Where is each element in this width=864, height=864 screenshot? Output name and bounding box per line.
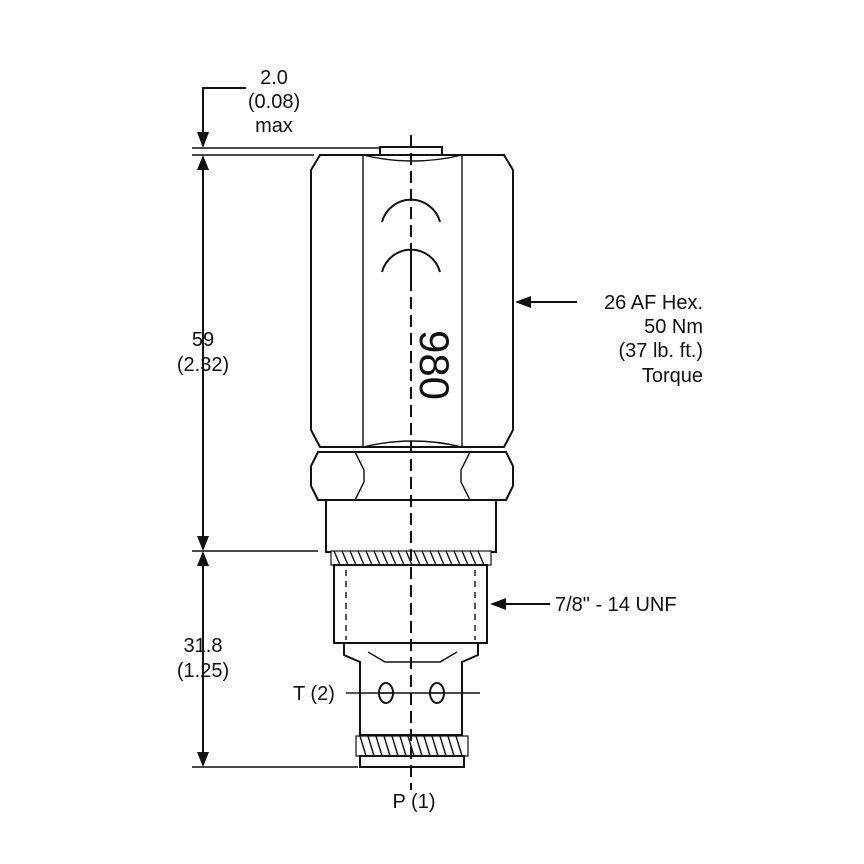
port-labels: T (2) P (1) <box>293 683 435 813</box>
hex-callout-line3: (37 lb. ft.) <box>619 340 703 362</box>
hex-callout-line2: 50 Nm <box>644 316 703 338</box>
thread-callout: 7/8" - 14 UNF <box>490 594 677 616</box>
body-height-imperial: (2.32) <box>177 354 229 376</box>
thread-callout-text: 7/8" - 14 UNF <box>555 594 677 616</box>
spool-housing <box>343 642 479 736</box>
valve-cartridge: 980 <box>310 135 514 790</box>
top-clearance-dimension: 2.0 (0.08) max <box>192 67 442 156</box>
top-clearance-metric: 2.0 <box>260 67 288 89</box>
seal-ring-knurl <box>333 550 485 566</box>
body-height-dimension: 59 (2.32) <box>177 155 318 552</box>
pressure-port-label: P (1) <box>393 791 436 813</box>
top-clearance-imperial: (0.08) <box>248 91 300 113</box>
tank-port-holes <box>360 682 480 704</box>
hex-callout-line4: Torque <box>642 365 703 387</box>
thread-height-metric: 31.8 <box>184 635 223 657</box>
body-neck <box>325 499 497 553</box>
tank-port-label: T (2) <box>293 683 335 705</box>
hex-callout-line1: 26 AF Hex. <box>604 292 703 314</box>
thread-height-dimension: 31.8 (1.25) <box>177 551 358 768</box>
thread-height-imperial: (1.25) <box>177 660 229 682</box>
hex-callout: 26 AF Hex. 50 Nm (37 lb. ft.) Torque <box>515 292 703 387</box>
hex-marking: 980 <box>411 330 458 400</box>
top-clearance-qualifier: max <box>255 115 293 137</box>
body-height-metric: 59 <box>192 329 214 351</box>
